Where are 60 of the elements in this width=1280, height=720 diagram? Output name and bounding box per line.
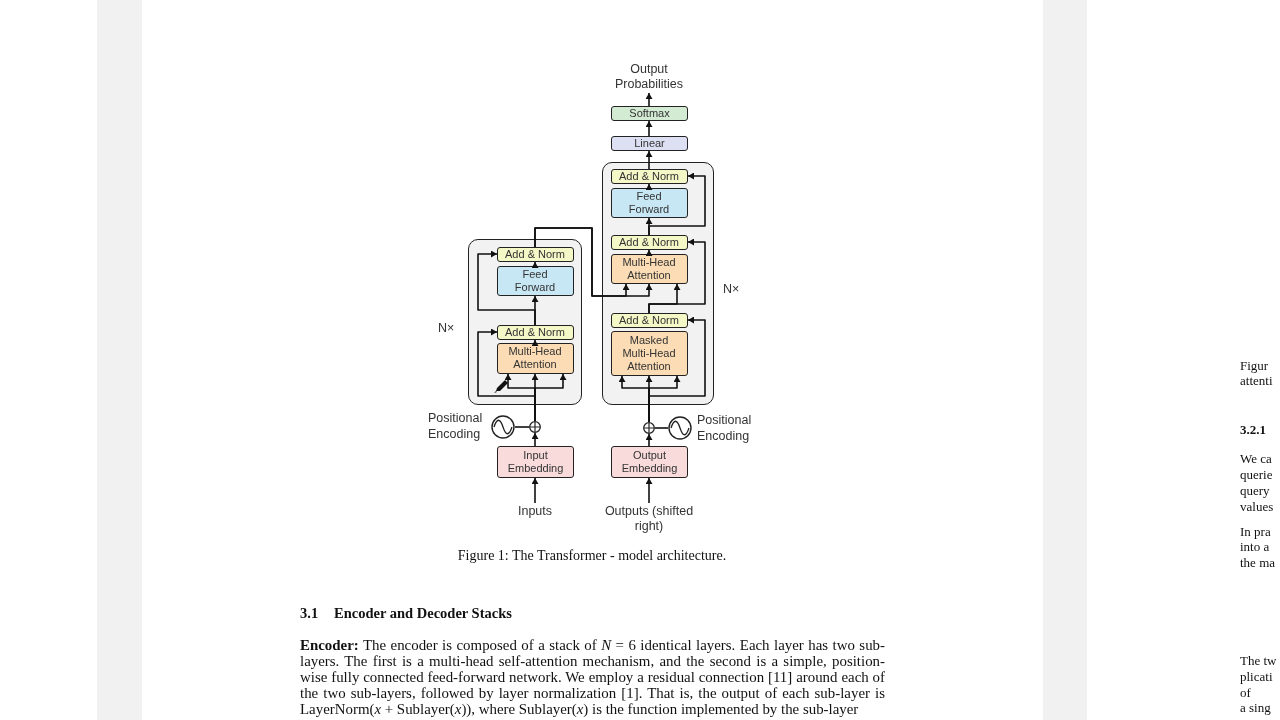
sine-wave-circle: [491, 415, 515, 439]
section-number: 3.1: [300, 604, 320, 623]
embedding-layer: Output Embedding: [611, 446, 688, 478]
softmax-layer: Softmax: [611, 106, 688, 121]
add-norm-layer: Add & Norm: [496, 246, 574, 262]
output-label: Outputs (shifted right): [589, 503, 709, 535]
text-fragment: attenti: [1240, 373, 1273, 389]
text-fragment: In pra: [1240, 524, 1271, 540]
text-fragment: the ma: [1240, 555, 1275, 571]
attention-layer: Multi-Head Attention: [610, 253, 688, 284]
arrow: [531, 339, 539, 346]
arrow: [645, 120, 653, 137]
section-number: 3.2.1: [1240, 422, 1266, 438]
sine-wave-circle: [668, 416, 692, 440]
text-fragment: The tw: [1240, 653, 1277, 669]
arrow: [531, 477, 539, 504]
text-fragment: plicati: [1240, 669, 1273, 685]
text-fragment: query: [1240, 483, 1270, 499]
add-norm-layer: Add & Norm: [496, 324, 574, 340]
arrow: [645, 249, 653, 256]
encoder-block: [468, 239, 582, 405]
text-fragment: Figur: [1240, 358, 1269, 374]
add-norm-layer: Add & Norm: [610, 312, 688, 328]
node-caption: Positional Encoding: [697, 412, 753, 444]
arrow: [645, 433, 653, 447]
arrow: [648, 172, 706, 236]
add-circle: [529, 421, 541, 433]
add-norm-layer: Add & Norm: [610, 234, 688, 250]
output-label: Output Probabilities: [604, 61, 694, 93]
add-circle: [643, 422, 655, 434]
node-caption: N×: [723, 281, 741, 297]
arrow: [531, 261, 539, 268]
arrow: [648, 238, 706, 314]
body-paragraph: Encoder: The encoder is composed of a stack of N = 6 identical layers. Each layer has two sub-layers. The first is a multi-head self-attention mechanism, and the second is a simple, position-wise fully connected feed-forward network. We employ a residual connection [11] around each of the two sub-layers, followed by layer normalization [1]. That is, the output of each sub-layer is LayerNorm(x + Sublayer(x)), where Sublayer(x) is the function implemented by the sub-layer: [300, 637, 885, 717]
figure-caption: Figure 1: The Transformer - model architecture.: [456, 547, 728, 565]
arrow: [534, 227, 653, 297]
feed-forward-layer: Feed Forward: [610, 187, 688, 218]
text-fragment: of: [1240, 685, 1251, 701]
text-fragment: querie: [1240, 467, 1273, 483]
decoder-block: [602, 162, 714, 405]
feed-forward-layer: Feed Forward: [496, 265, 574, 296]
add-norm-layer: Add & Norm: [610, 168, 688, 184]
arrow: [477, 250, 536, 326]
text-fragment: values: [1240, 499, 1274, 515]
masked-attention-layer: Masked Multi-Head Attention: [610, 330, 688, 376]
arrow: [531, 432, 539, 447]
node-caption: Positional Encoding: [428, 410, 484, 442]
attention-layer: Multi-Head Attention: [496, 342, 574, 374]
linear-layer: Linear: [611, 136, 688, 151]
text-fragment: a sing: [1240, 700, 1271, 716]
text-fragment: into a: [1240, 539, 1270, 555]
embedding-layer: Input Embedding: [497, 446, 574, 478]
node-caption: N×: [438, 320, 456, 336]
arrow: [645, 92, 653, 107]
arrow: [645, 183, 653, 190]
section-heading: Encoder and Decoder Stacks: [334, 604, 513, 623]
arrow: [645, 150, 653, 170]
input-label: Inputs: [500, 503, 570, 519]
arrow: [645, 477, 653, 504]
text-fragment: We ca: [1240, 451, 1272, 467]
